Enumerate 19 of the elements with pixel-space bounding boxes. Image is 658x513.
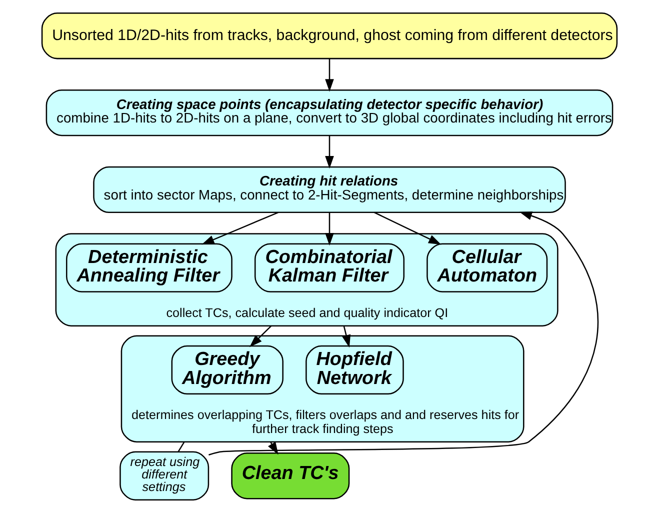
connector <box>177 442 184 452</box>
node-box: Unsorted 1D/2D-hits from tracks, background, ghost coming from different detectors <box>40 12 618 60</box>
node-box: Creating hit relations sort into sector Maps, connect to 2-Hit-Segments, determine neighborships <box>92 166 566 213</box>
node-box: Combinatorial Kalman Filter <box>254 243 404 292</box>
arrow <box>201 212 278 245</box>
node-box: Creating space points (encapsulating detector specific behavior) combine 1D-hits to 2D-hits on a plane, convert to 3D global coordinates including hit errors <box>45 89 613 136</box>
arrow <box>208 212 598 456</box>
node-box: Greedy Algorithm <box>170 345 283 395</box>
arrow <box>324 212 334 246</box>
node-box: Deterministic Annealing Filter <box>66 243 232 292</box>
node-box: repeat using different settings <box>119 451 209 500</box>
arrow <box>324 136 334 169</box>
arrow <box>249 325 272 348</box>
arrow <box>373 212 441 245</box>
arrow <box>324 58 334 92</box>
node-box: Cellular Automaton <box>426 243 548 292</box>
node-box: Clean TC's <box>230 452 350 500</box>
arrow <box>342 326 350 348</box>
node-box: Hopfield Network <box>305 345 404 395</box>
